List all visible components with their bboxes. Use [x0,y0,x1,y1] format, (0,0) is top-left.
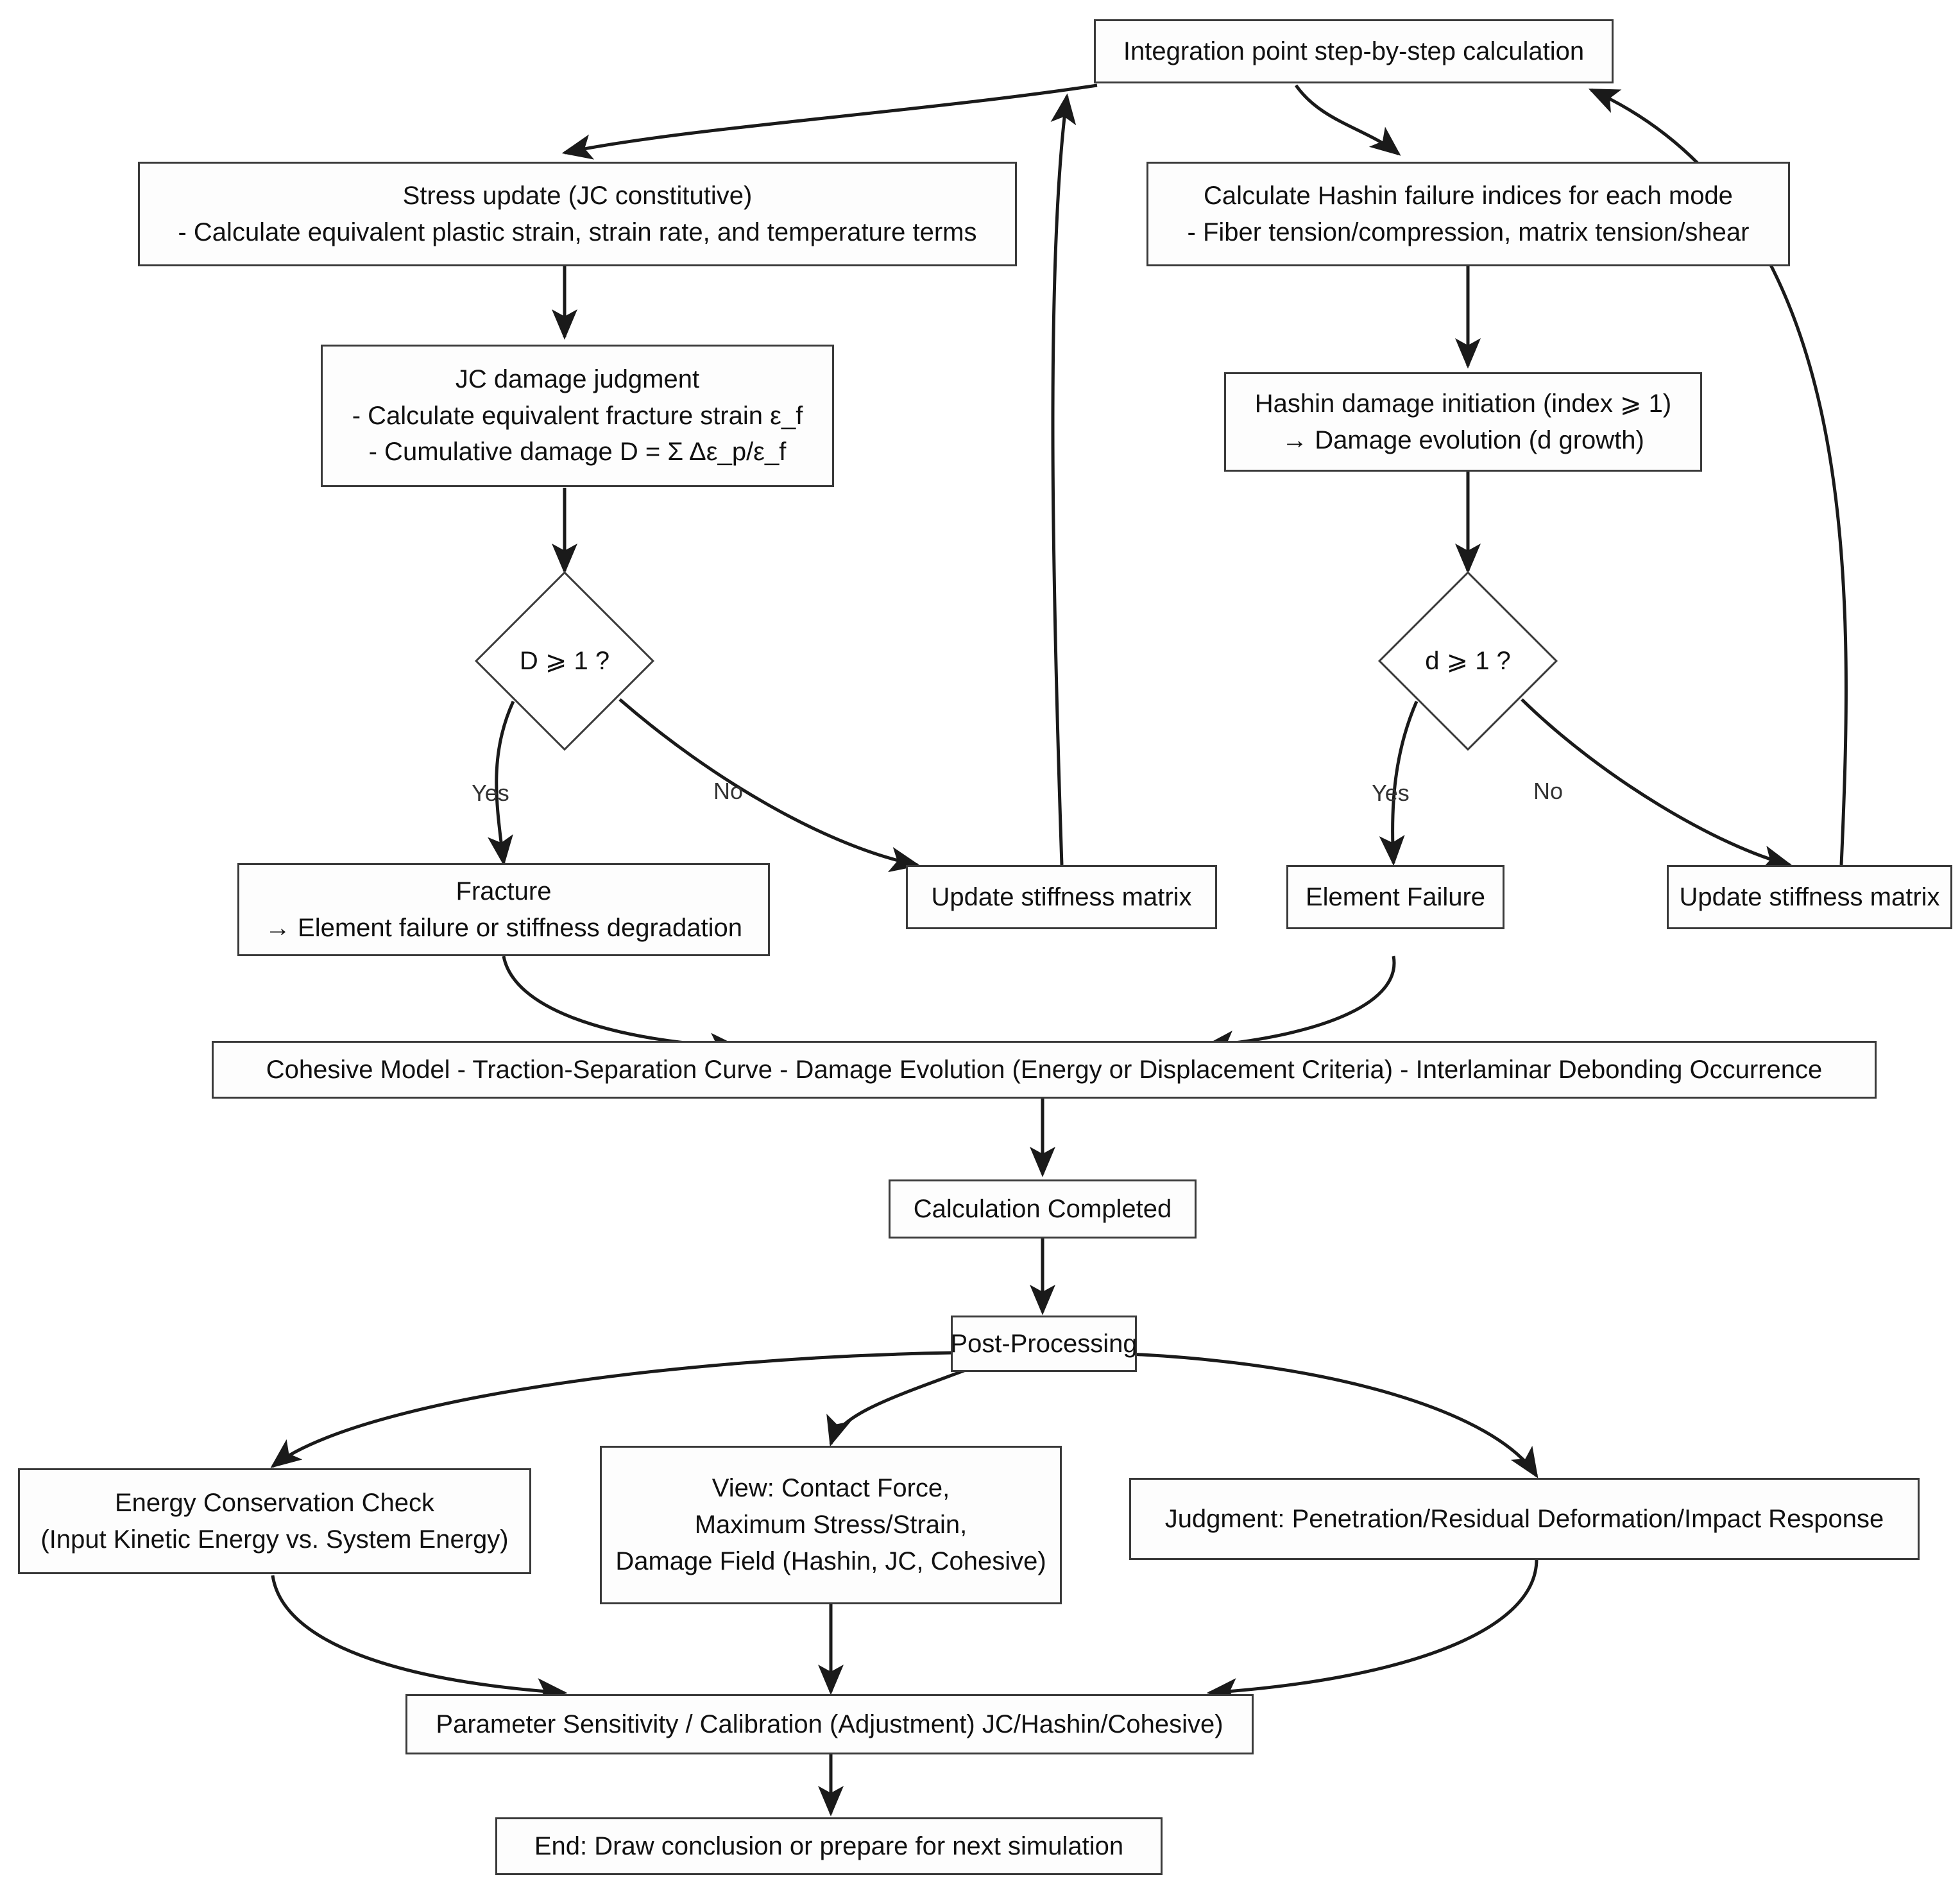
edge-label-no-lower: No [1533,778,1564,804]
node-calculation-completed[interactable]: Calculation Completed [889,1179,1197,1239]
edge-energy-to-parameter [271,1575,568,1704]
node-update-stiffness-left[interactable]: Update stiffness matrix [906,865,1217,929]
node-stress-update-line2: - Calculate equivalent plastic strain, s… [178,218,977,246]
node-jc-damage-judgment[interactable]: JC damage judgment - Calculate equivalen… [321,345,834,487]
edge-postprocessing-to-judgment [1129,1352,1538,1479]
node-hashin-indices-line2: - Fiber tension/compression, matrix tens… [1187,218,1750,246]
node-integration-point[interactable]: Integration point step-by-step calculati… [1094,19,1614,83]
node-hashin-initiation[interactable]: Hashin damage initiation (index ⩾ 1) → D… [1224,372,1702,472]
node-stress-update-line1: Stress update (JC constitutive) [402,181,753,210]
node-view-results-line1: View: Contact Force, [712,1474,950,1503]
node-judgment[interactable]: Judgment: Penetration/Residual Deformati… [1129,1478,1920,1560]
node-cohesive-model[interactable]: Cohesive Model - Traction-Separation Cur… [212,1041,1877,1099]
node-update-stiffness-left-label: Update stiffness matrix [931,882,1192,911]
edge-label-no-upper: No [713,778,744,804]
edge-judgment-to-parameter [1206,1559,1538,1704]
node-parameter-sensitivity-label: Parameter Sensitivity / Calibration (Adj… [436,1710,1223,1738]
decision-d-lower[interactable]: d ⩾ 1 ? [1378,571,1558,751]
edge-update-left-to-integration [1050,93,1077,866]
edge-label-yes-lower: Yes [1372,780,1410,806]
edge-fracture-to-cohesive [502,956,741,1059]
node-parameter-sensitivity[interactable]: Parameter Sensitivity / Calibration (Adj… [405,1694,1254,1754]
node-element-failure[interactable]: Element Failure [1286,865,1504,929]
node-fracture-line2: → Element failure or stiffness degradati… [264,913,743,942]
node-integration-point-label: Integration point step-by-step calculati… [1123,37,1585,65]
node-hashin-indices-line1: Calculate Hashin failure indices for eac… [1204,181,1733,210]
node-fracture-line1: Fracture [456,877,552,905]
node-fracture[interactable]: Fracture → Element failure or stiffness … [237,863,770,956]
node-hashin-indices[interactable]: Calculate Hashin failure indices for eac… [1146,162,1790,266]
node-jc-damage-line1: JC damage judgment [455,364,700,393]
decision-d-upper[interactable]: D ⩾ 1 ? [475,571,654,751]
node-hashin-initiation-line2: → Damage evolution (d growth) [1282,425,1644,454]
node-post-processing[interactable]: Post-Processing [950,1316,1138,1372]
node-cohesive-model-label: Cohesive Model - Traction-Separation Cur… [266,1055,1823,1084]
edge-label-yes-upper: Yes [472,780,509,806]
edge-elementfailure-to-cohesive [1203,956,1396,1056]
node-view-results[interactable]: View: Contact Force, Maximum Stress/Stra… [600,1446,1062,1604]
node-view-results-line2: Maximum Stress/Strain, [694,1511,967,1539]
edge-decision-no-to-update-left [618,698,921,873]
node-end[interactable]: End: Draw conclusion or prepare for next… [495,1817,1163,1875]
node-calculation-completed-label: Calculation Completed [913,1194,1172,1223]
node-energy-check-line2: (Input Kinetic Energy vs. System Energy) [40,1525,509,1554]
node-update-stiffness-right[interactable]: Update stiffness matrix [1667,865,1952,929]
node-judgment-label: Judgment: Penetration/Residual Deformati… [1164,1504,1884,1533]
node-end-label: End: Draw conclusion or prepare for next… [534,1831,1124,1860]
decision-d-lower-label: d ⩾ 1 ? [1425,647,1511,675]
node-jc-damage-line3: - Cumulative damage D = Σ Δε_p/ε_f [368,438,787,467]
node-view-results-line3: Damage Field (Hashin, JC, Cohesive) [615,1547,1046,1575]
edge-integration-to-hashin [1294,84,1401,156]
node-update-stiffness-right-label: Update stiffness matrix [1679,882,1940,911]
node-energy-check-line1: Energy Conservation Check [114,1488,435,1517]
edge-integration-to-stress [561,83,1098,160]
node-hashin-initiation-line1: Hashin damage initiation (index ⩾ 1) [1254,389,1672,418]
decision-d-upper-label: D ⩾ 1 ? [519,647,610,675]
node-element-failure-label: Element Failure [1305,882,1486,911]
node-energy-conservation-check[interactable]: Energy Conservation Check (Input Kinetic… [18,1468,531,1574]
node-jc-damage-line2: - Calculate equivalent fracture strain ε… [352,401,803,430]
node-post-processing-label: Post-Processing [950,1329,1138,1358]
node-stress-update[interactable]: Stress update (JC constitutive) - Calcul… [138,162,1017,266]
edge-postprocessing-to-view [826,1360,989,1447]
